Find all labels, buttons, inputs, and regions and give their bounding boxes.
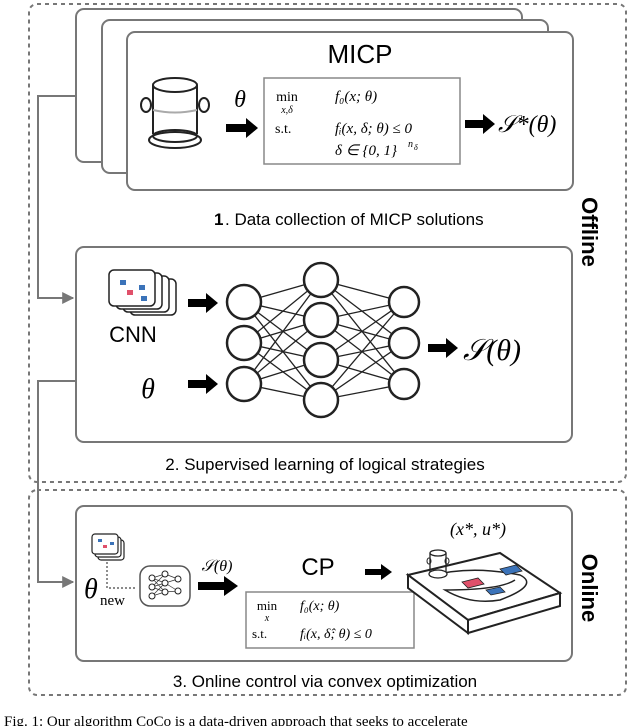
cp-constraint: fᵢ(x, δ̂; θ) ≤ 0 — [300, 627, 372, 642]
connector-stage2-to-stage3 — [37, 380, 76, 588]
stage3-card — [75, 505, 573, 662]
micp-min: min — [276, 90, 298, 105]
image-stack-icon — [108, 269, 177, 316]
stage3-dotted-link — [106, 562, 137, 589]
online-label: Online — [577, 554, 602, 622]
stage3-theta-new: θ — [84, 574, 98, 605]
cnn-label: CNN — [109, 322, 157, 347]
stage1-arrow-out — [465, 114, 495, 134]
table-scene-icon — [405, 549, 563, 635]
stage1-theta: θ — [234, 87, 246, 113]
cp-objective: f₀(x; θ) — [300, 599, 340, 614]
micp-constraint2: δ ∈ {0, 1} — [335, 143, 397, 159]
micp-title: MICP — [328, 39, 393, 69]
small-image-stack-icon — [91, 533, 125, 561]
micp-min-sub: x,δ — [280, 105, 293, 116]
cp-formulation-box — [245, 591, 415, 649]
stage2-theta: θ — [141, 374, 155, 405]
micp-formulation-box — [263, 77, 461, 165]
micp-constraint1: fᵢ(x, δ; θ) ≤ 0 — [335, 121, 413, 137]
offline-label: Offline — [577, 197, 602, 267]
stage3-arrow-out — [365, 564, 392, 580]
offline-region — [28, 3, 627, 483]
stage3-caption: 3. Online control via convex optimizatio… — [173, 672, 477, 691]
cp-min-sub: x — [264, 613, 270, 624]
micp-objective: f₀(x; θ) — [335, 89, 377, 105]
online-region — [28, 489, 627, 696]
stage1-caption: . Data collection of MICP solutions — [225, 210, 484, 229]
small-neural-network-icon — [139, 565, 191, 607]
stage3-arrow-strategy — [198, 576, 238, 596]
cp-title: CP — [301, 554, 334, 581]
stage2-arrow-cnn — [188, 293, 218, 313]
stage3-theta-new-sub: new — [100, 593, 125, 609]
stage3-solution: (x*, u*) — [450, 519, 506, 540]
cp-st: s.t. — [252, 626, 267, 641]
stage2-arrow-theta — [188, 374, 218, 394]
micp-st: s.t. — [275, 122, 291, 137]
stage2-output: 𝒮(θ) — [463, 334, 521, 367]
stage1-arrow-in — [226, 118, 258, 138]
micp-constraint2-sup: n — [408, 139, 413, 150]
neural-network-nodes — [225, 261, 421, 419]
stage3-arrow-label: 𝒮(θ) — [202, 558, 233, 575]
connector-stage1-to-stage2 — [37, 95, 76, 304]
stage2-caption: 2. Supervised learning of logical strate… — [165, 455, 484, 474]
micp-constraint2-supsub: δ — [414, 143, 418, 152]
stage2-arrow-out — [428, 338, 458, 358]
robot-icon — [140, 77, 210, 149]
micp-output: 𝒮*(θ) — [498, 112, 556, 138]
cp-min: min — [257, 598, 278, 613]
figure-caption: Fig. 1: Our algorithm CoCo is a data-dri… — [4, 714, 468, 726]
stage1-caption-num: 1 — [214, 210, 223, 229]
